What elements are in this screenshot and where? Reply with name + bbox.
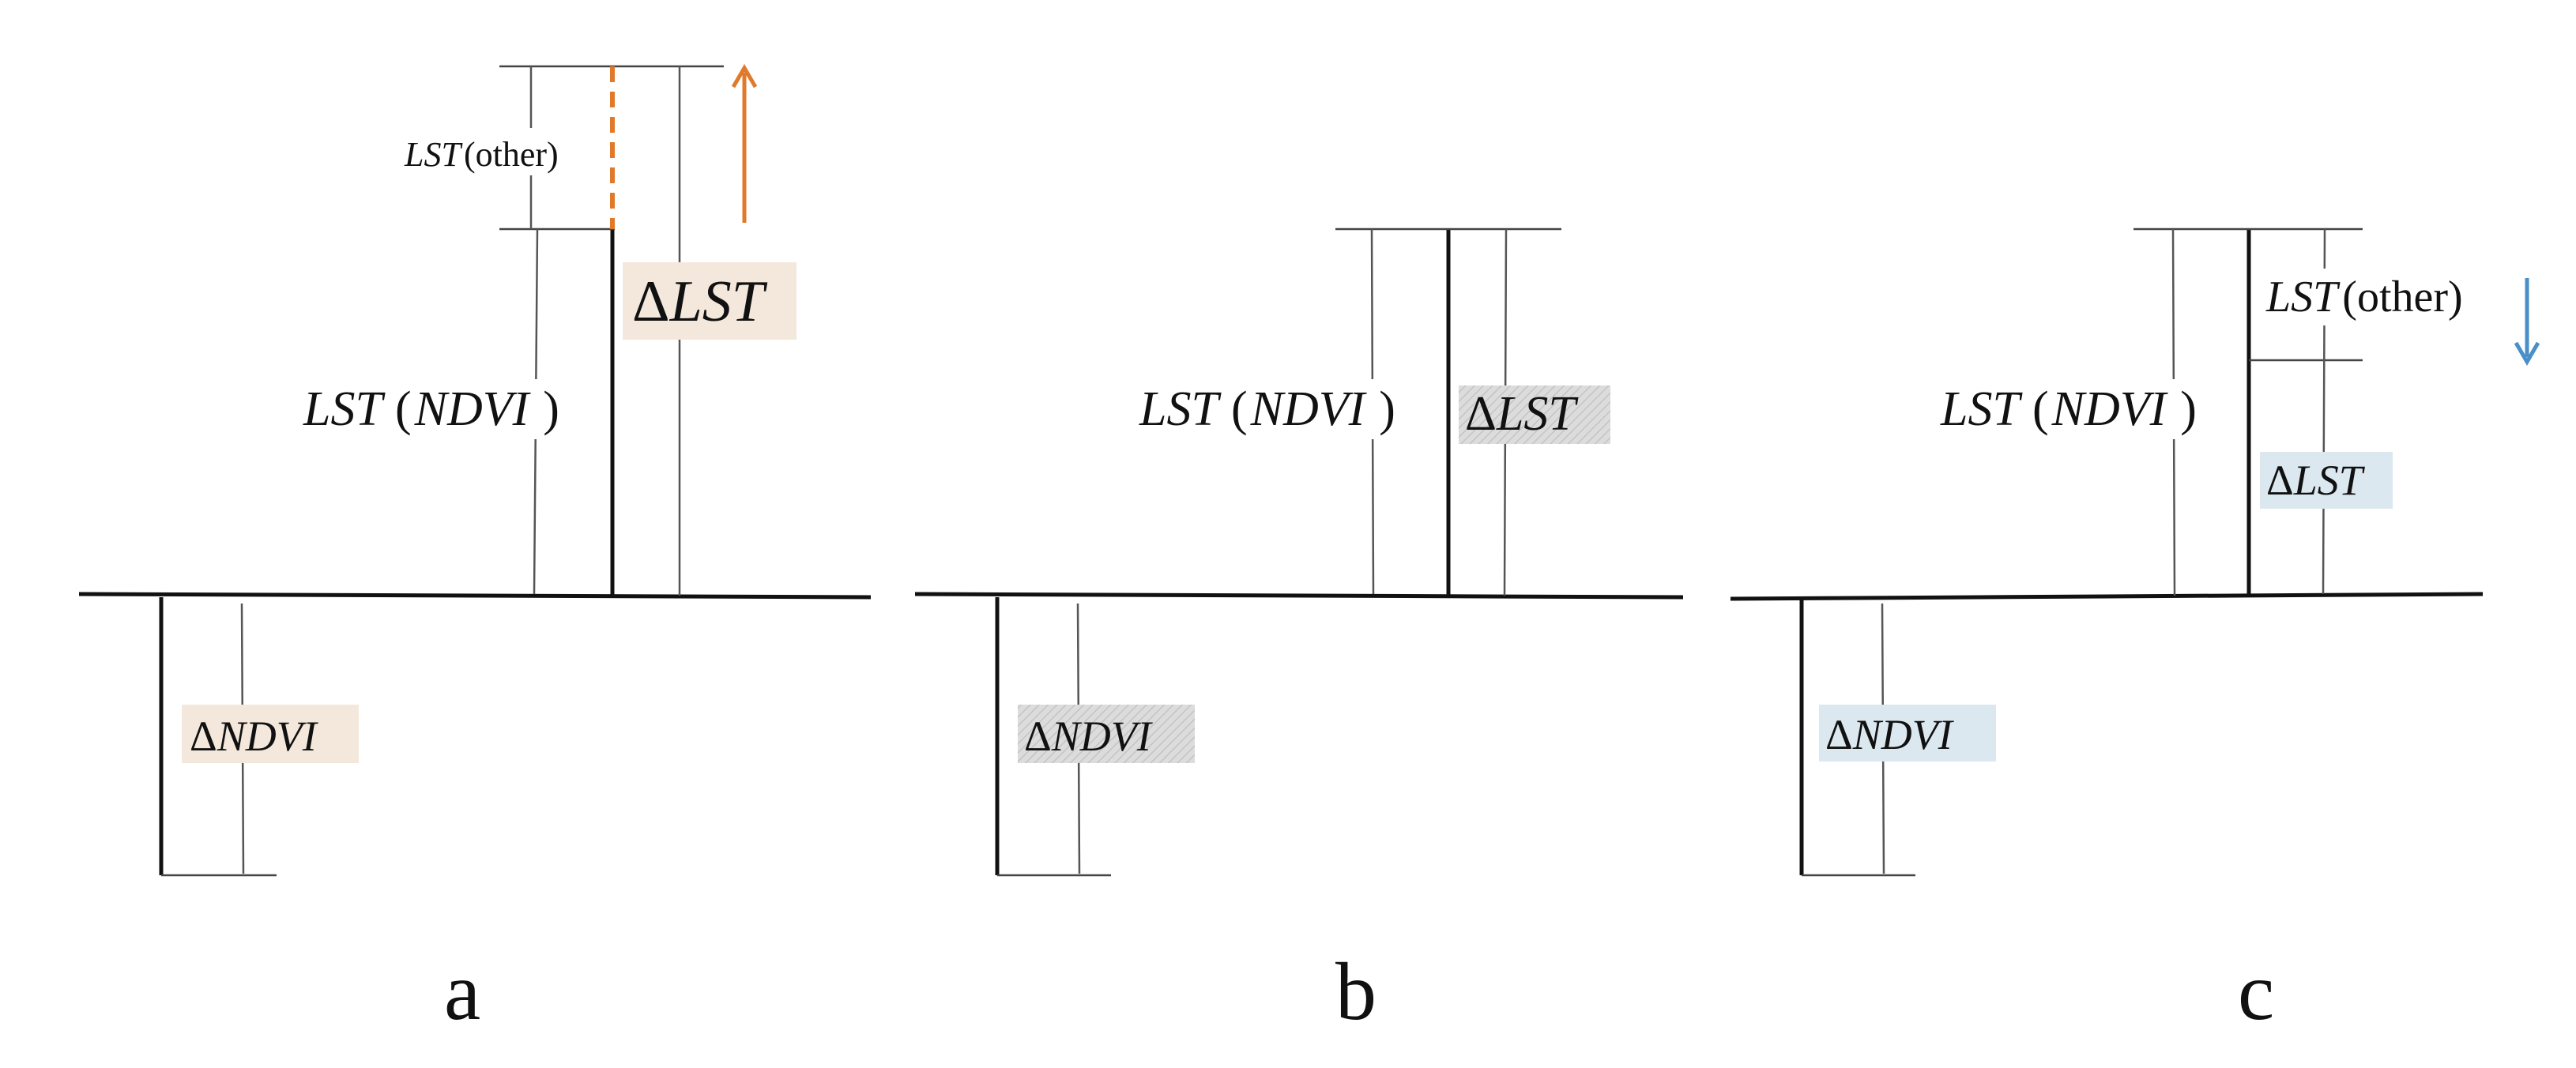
panel-letter-c: c [2238, 946, 2274, 1037]
baseline [914, 592, 1684, 600]
delta-lst-label: ΔLST [2266, 457, 2366, 504]
delta-lst-box [623, 262, 797, 340]
baseline [1730, 592, 2484, 601]
delta-lst-box [1459, 385, 1610, 444]
arrow-down-icon [2514, 278, 2540, 366]
panel-a: LST(other) LST(NDVI) ΔLST ΔNDVI a [78, 64, 872, 1037]
lst-ndvi-label: LST(NDVI) [1940, 382, 2197, 436]
lst-ndvi-label-bg [1938, 379, 2239, 439]
delta-ndvi-box [1819, 705, 1996, 762]
lst-other-label-bg [400, 128, 594, 175]
lst-other-label-bg [2260, 269, 2506, 325]
arrow-up-icon [731, 64, 758, 223]
lst-other-label: LST(other) [2265, 273, 2463, 322]
delta-lst-box [2260, 452, 2393, 509]
delta-ndvi-box [1018, 705, 1195, 763]
lst-ndvi-label: LST(NDVI) [303, 382, 559, 436]
panel-letter-b: b [1335, 946, 1377, 1037]
panel-c: LST(other) LST(NDVI) ΔLST ΔNDVI c [1730, 228, 2540, 1037]
delta-lst-label: ΔLST [1465, 387, 1579, 441]
lst-ndvi-label: LST(NDVI) [1139, 382, 1395, 436]
baseline [78, 592, 872, 600]
delta-ndvi-label: ΔNDVI [1825, 711, 1955, 758]
panel-letter-a: a [444, 946, 480, 1037]
panel-b: LST(NDVI) ΔLST ΔNDVI b [914, 228, 1684, 1037]
lst-ndvi-label-bg [299, 379, 601, 439]
delta-lst-label: ΔLST [632, 269, 768, 334]
lst-ndvi-label-bg [1136, 379, 1440, 439]
delta-ndvi-label: ΔNDVI [190, 713, 319, 760]
delta-ndvi-label: ΔNDVI [1024, 713, 1154, 760]
delta-ndvi-box [182, 705, 359, 763]
lst-other-label: LST(other) [404, 135, 559, 174]
